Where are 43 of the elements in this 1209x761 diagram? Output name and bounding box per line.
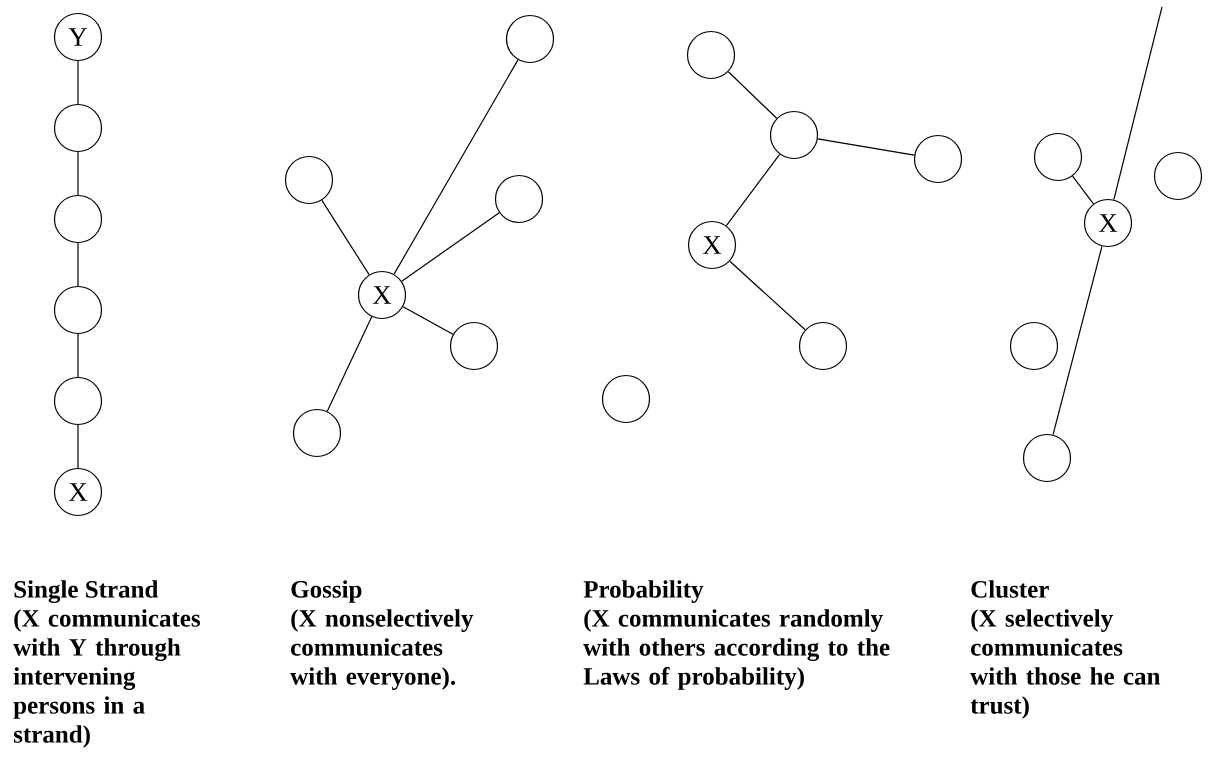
caption-heading: Cluster bbox=[971, 580, 1049, 598]
person-circle bbox=[798, 321, 848, 371]
connector-line bbox=[393, 59, 519, 275]
person-circle bbox=[292, 408, 342, 458]
person-circle bbox=[1033, 132, 1083, 182]
caption-text: (X communicates randomly with others according to the Laws of probability) bbox=[583, 609, 890, 690]
person-circle bbox=[1022, 433, 1072, 483]
person-circle bbox=[53, 194, 103, 244]
connector-line bbox=[77, 242, 79, 287]
connector-line bbox=[1052, 245, 1103, 436]
person-circle bbox=[1153, 151, 1203, 201]
connector-line bbox=[817, 138, 915, 156]
connector-line bbox=[1113, 6, 1163, 201]
connector-line bbox=[725, 153, 781, 227]
person-circle bbox=[601, 374, 651, 424]
person-circle bbox=[53, 376, 103, 426]
caption-text: (X nonselectively communicates with everyone). bbox=[290, 609, 474, 690]
person-circle bbox=[1009, 321, 1059, 371]
connector-line bbox=[321, 199, 370, 276]
person-circle bbox=[449, 321, 499, 371]
connector-line bbox=[729, 260, 806, 331]
connector-line bbox=[402, 306, 454, 335]
connector-line bbox=[401, 212, 500, 282]
person-circle bbox=[53, 285, 103, 335]
person-circle bbox=[284, 155, 334, 205]
connector-line bbox=[1071, 175, 1095, 205]
person-circle bbox=[505, 14, 555, 64]
connector-line bbox=[77, 424, 79, 469]
connector-line bbox=[77, 333, 79, 378]
person-circle bbox=[913, 134, 963, 184]
person-circle bbox=[494, 174, 544, 224]
person-circle bbox=[686, 30, 736, 80]
caption-text: (X communicates with Y through intervening persons in a strand) bbox=[13, 609, 201, 748]
connector-line bbox=[326, 316, 373, 412]
connector-line bbox=[77, 60, 79, 105]
connector-line bbox=[727, 71, 778, 119]
person-circle bbox=[769, 110, 819, 160]
person-circle bbox=[53, 103, 103, 153]
caption-heading: Probability bbox=[583, 580, 704, 603]
caption-text: (X selectively communicates with those he can trust) bbox=[970, 609, 1161, 719]
caption-heading: Gossip bbox=[291, 580, 362, 603]
connector-line bbox=[77, 151, 79, 196]
caption-heading: Single Strand bbox=[14, 580, 159, 604]
